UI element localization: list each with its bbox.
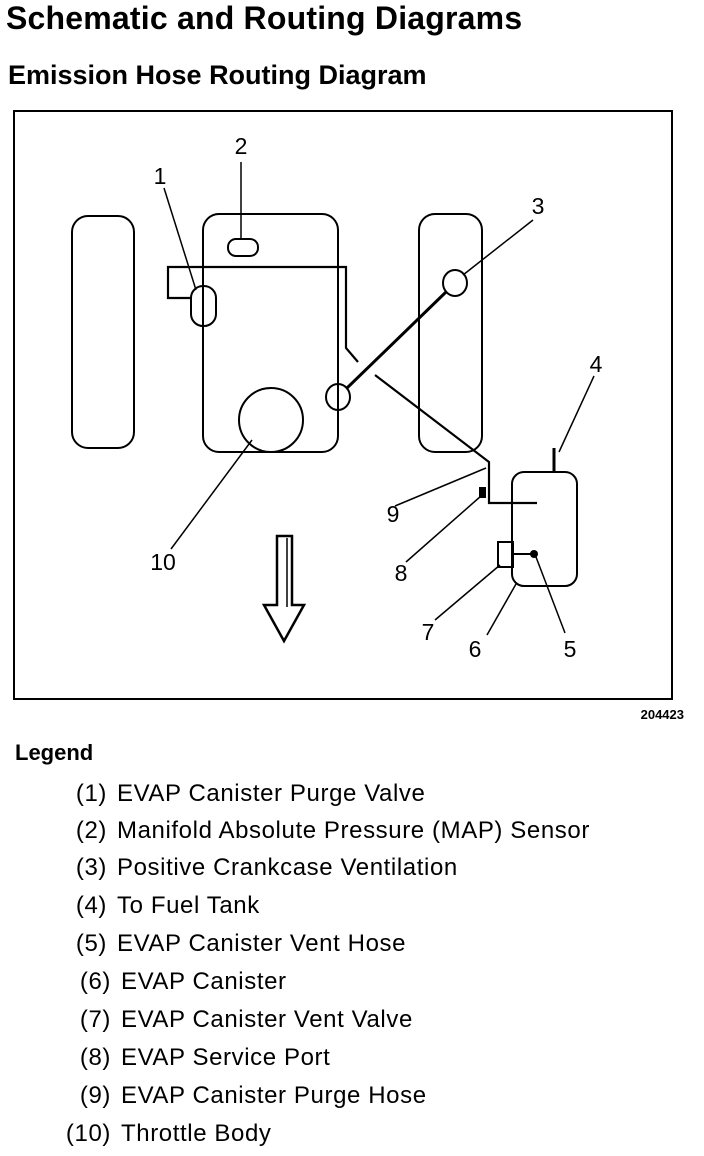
left-cylinder-bank: [71, 215, 135, 449]
legend-title: Legend: [15, 740, 94, 765]
callout-5: 5: [564, 636, 577, 662]
callout-7: 7: [422, 619, 435, 645]
throttle-body: [238, 387, 304, 453]
map-sensor: [227, 238, 259, 257]
leader-4: [558, 375, 595, 453]
leader-5: [535, 556, 566, 634]
intake-manifold: [202, 213, 339, 453]
leader-1: [163, 187, 197, 291]
callout-3: 3: [532, 193, 545, 219]
purge-valve: [190, 285, 217, 327]
callout-10: 10: [150, 549, 176, 575]
callout-2: 2: [235, 133, 248, 159]
leader-9: [394, 467, 487, 507]
leader-3: [462, 219, 534, 276]
vent-valve: [497, 541, 514, 568]
diagram-drawing: 1 2 3 4 5 6 7 8 9 10: [13, 110, 673, 700]
callout-9: 9: [387, 501, 400, 527]
forward-arrow: [261, 534, 307, 644]
callout-1: 1: [154, 163, 167, 189]
pcv-port-left: [325, 383, 351, 411]
evap-canister: [511, 471, 578, 587]
leader-10: [170, 439, 253, 550]
vacuum-hose: [166, 265, 359, 363]
right-cylinder-bank: [418, 213, 483, 453]
pcv-hose: [345, 290, 448, 390]
vent-hose-end: [530, 550, 538, 558]
figure-number: 204423: [640, 707, 684, 722]
leader-7: [434, 564, 501, 621]
diagram-frame: [13, 110, 673, 700]
pcv-valve-right: [442, 269, 468, 297]
routing-diagram: 1 2 3 4 5 6 7 8 9 10: [13, 110, 673, 700]
diagram-title: Emission Hose Routing Diagram: [8, 60, 427, 90]
service-port-marker: [479, 487, 486, 498]
leader-8: [405, 495, 482, 563]
leader-6: [486, 583, 517, 636]
callout-4: 4: [590, 351, 603, 377]
callout-6: 6: [469, 636, 482, 662]
callout-8: 8: [395, 560, 408, 586]
page-title: Schematic and Routing Diagrams: [6, 0, 523, 36]
